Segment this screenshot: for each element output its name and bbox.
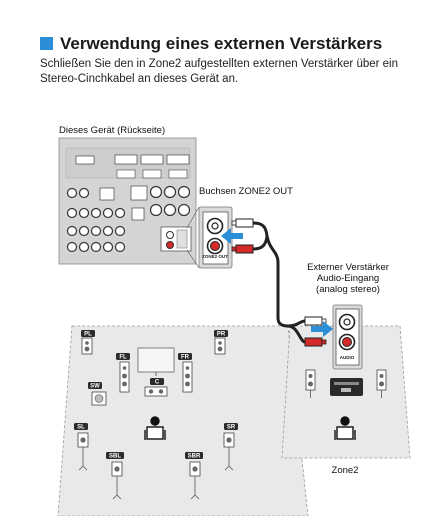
badge-pl: PL [84,332,92,338]
amp-panel-text: AUDIO [340,355,355,360]
tv-screen [137,347,175,376]
subwoofer-icon [91,391,107,406]
section-heading: Verwendung eines externen Verstärkers [40,34,382,54]
heading-text: Verwendung eines externen Verstärkers [60,34,383,53]
speaker-sbr-icon [189,461,201,500]
stereo-rca-cable [231,218,327,347]
amp-label-line-1: Externer Verstärker [307,262,389,273]
speaker-c-icon [144,386,168,397]
device-label: Dieses Gerät (Rückseite) [59,125,166,136]
speaker-fl-icon [119,361,130,393]
speaker-pl-icon [81,337,93,355]
speaker-sr-icon [223,432,235,471]
zone2-out-panel-text: ZONE2 OUT [202,254,228,259]
listener-seat-icon [144,416,166,440]
badge-sl: SL [77,425,85,431]
badge-fr: FR [181,355,190,361]
speaker-pr-icon [214,337,226,355]
zone2-left-speaker [305,369,316,398]
badge-fl: FL [119,355,127,361]
amp-label-line-3: (analog stereo) [316,284,380,295]
badge-pr: PR [217,332,226,338]
amp-input-panel [332,304,363,370]
speaker-sbl-icon [111,461,123,500]
jacks-label: Buchsen ZONE2 OUT [199,186,293,197]
arrow-into-amp-jack [311,321,333,337]
badge-c: C [155,380,160,386]
heading-marker [40,37,53,50]
badge-sw: SW [90,384,100,390]
zone2-listener-seat-icon [334,416,356,440]
amp-label-line-2: Audio-Eingang [316,273,380,284]
badge-sr: SR [227,425,236,431]
badge-sbl: SBL [109,454,121,460]
zone2-out-panel [198,206,233,269]
intro-paragraph: Schließen Sie den in Zone2 aufgestellten… [40,58,398,85]
zone2-label: Zone2 [331,465,359,476]
amp-label: Externer Verstärker Audio-Eingang (analo… [288,262,408,295]
speaker-sl-icon [77,432,89,471]
arrow-into-zone2-jack [221,228,243,244]
badge-sbr: SBR [188,454,201,460]
external-amplifier [330,378,363,396]
speaker-badges: PL PR FL FR C SW SL SR SBL SBR [74,330,238,460]
zone2-right-speaker [376,369,387,398]
receiver-back-panel [58,137,197,265]
speaker-fr-icon [182,361,193,393]
